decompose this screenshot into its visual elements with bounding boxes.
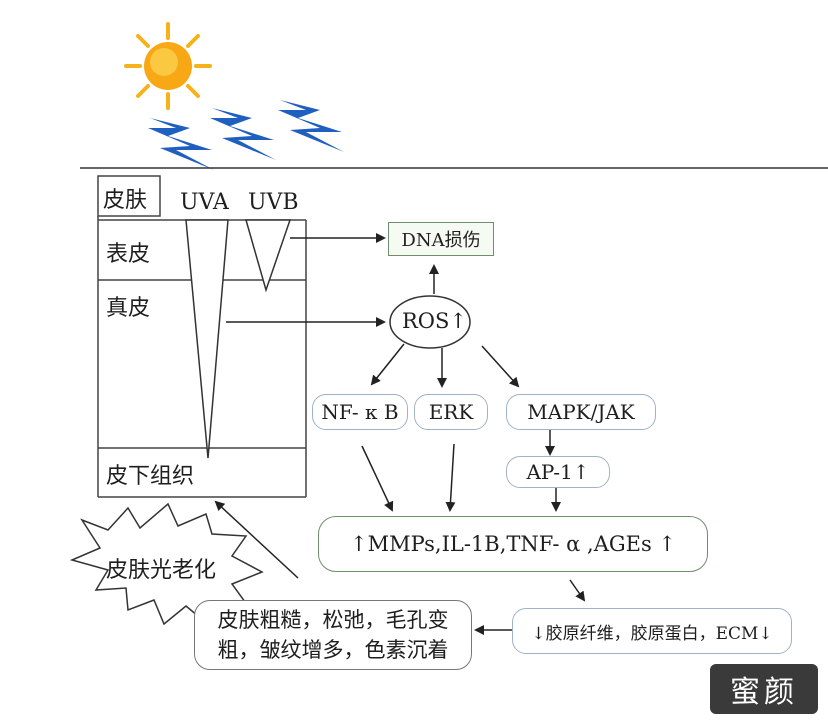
- mapk-jak-node: MAPK/JAK: [506, 394, 656, 430]
- watermark: 蜜颜: [710, 664, 818, 714]
- dna-damage-node: DNA损伤: [388, 222, 494, 256]
- symptoms-line-2: 粗，皱纹增多，色素沉着: [217, 638, 449, 662]
- uvb-label: UVB: [248, 190, 299, 215]
- symptoms-node: 皮肤粗糙，松弛，毛孔变 粗，皱纹增多，色素沉着: [194, 600, 472, 670]
- nfkb-node: NF- κ B: [312, 394, 408, 430]
- symptoms-line-1: 皮肤粗糙，松弛，毛孔变: [217, 608, 449, 632]
- flow-arrows: [214, 233, 586, 635]
- epidermis-label: 表皮: [106, 242, 151, 267]
- sun-icon: [124, 22, 212, 110]
- subcutis-label: 皮下组织: [106, 464, 195, 489]
- arrow-erk-mmps: [445, 443, 456, 512]
- dermis-label: 真皮: [106, 296, 151, 321]
- uvb-penetration-wedge: [245, 219, 292, 293]
- ap1-node: AP-1↑: [506, 456, 610, 488]
- arrow-mmps-collagen: [569, 579, 586, 602]
- mediators-node: ↑MMPs,IL-1B,TNF- α ,AGEs ↑: [318, 516, 708, 572]
- arrow-symptoms-photoaging: [214, 500, 299, 579]
- uva-penetration-wedge: [185, 219, 229, 459]
- uva-label: UVA: [180, 190, 229, 215]
- photoaging-label: 皮肤光老化: [106, 558, 217, 583]
- erk-node: ERK: [414, 394, 488, 430]
- arrow-ros-mapk: [481, 345, 520, 388]
- watermark-text: 蜜颜: [730, 675, 798, 710]
- uv-ray-icon: [148, 100, 344, 170]
- ros-ellipse: [389, 295, 471, 349]
- skin-title: 皮肤: [103, 188, 148, 213]
- arrow-ros-nfkb: [370, 343, 405, 386]
- ros-node-label: ROS↑: [402, 309, 468, 333]
- arrow-nfkb-mmps: [361, 445, 394, 512]
- collagen-loss-node: ↓胶原纤维，胶原蛋白，ECM↓: [512, 608, 792, 654]
